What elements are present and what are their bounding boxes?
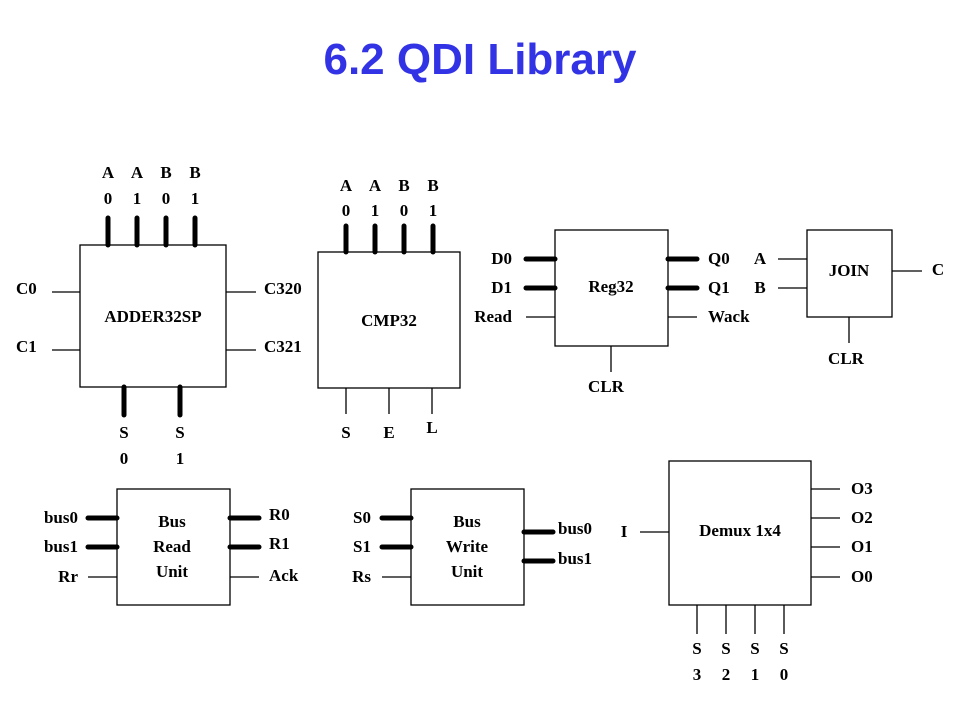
bus-write-label-line-3: Unit <box>451 562 483 581</box>
demux-bottom-letter-2: S <box>721 639 730 658</box>
adder-top-letter-4: B <box>189 163 200 182</box>
adder-left-pin-2: C1 <box>16 337 37 356</box>
bus-read-left-pin-2: bus1 <box>44 537 78 556</box>
adder-right-pin-2: C321 <box>264 337 302 356</box>
cmp-top-digit-4: 1 <box>429 201 438 220</box>
cmp-top-letter-2: A <box>369 176 382 195</box>
adder-left-pin-1: C0 <box>16 279 37 298</box>
reg-right-pin-2: Q1 <box>708 278 730 297</box>
reg-right-pin-3: Wack <box>708 307 750 326</box>
bus-read-label-line-3: Unit <box>156 562 188 581</box>
reg32-block: Reg32 D0 D1 Read Q0 Q1 Wack CLR <box>474 229 750 396</box>
adder-bottom-digit-1: 0 <box>120 449 129 468</box>
cmp32-label: CMP32 <box>361 311 417 330</box>
reg-right-pin-1: Q0 <box>708 249 730 268</box>
bus-write-right-pin-2: bus1 <box>558 549 592 568</box>
bus-read-label-line-2: Read <box>153 537 191 556</box>
demux-1x4-block: Demux 1x4 I O3 O2 O1 O0 S S S S 3 2 1 0 <box>621 460 873 684</box>
join-right-pin: C <box>932 260 944 279</box>
cmp-top-digit-3: 0 <box>400 201 409 220</box>
cmp-bottom-pin-3: L <box>426 418 437 437</box>
bus-write-unit-block: Bus Write Unit S0 S1 Rs bus0 bus1 <box>352 488 592 606</box>
join-label: JOIN <box>829 261 870 280</box>
demux-left-pin: I <box>621 522 628 541</box>
reg-left-pin-2: D1 <box>491 278 512 297</box>
cmp-top-letter-3: B <box>398 176 409 195</box>
bus-write-label-line-2: Write <box>446 537 489 556</box>
bus-write-right-pin-1: bus0 <box>558 519 592 538</box>
adder-top-digit-2: 1 <box>133 189 142 208</box>
slide-title: 6.2 QDI Library <box>323 35 637 84</box>
demux-right-pin-1: O3 <box>851 479 873 498</box>
adder-bottom-letter-1: S <box>119 423 128 442</box>
reg-bottom-pin: CLR <box>588 377 625 396</box>
demux-bottom-letter-4: S <box>779 639 788 658</box>
reg32-label: Reg32 <box>588 277 633 296</box>
bus-read-left-pin-3: Rr <box>58 567 78 586</box>
bus-read-right-pin-1: R0 <box>269 505 290 524</box>
bus-read-left-pin-1: bus0 <box>44 508 78 527</box>
cmp32-block: CMP32 A A B B 0 1 0 1 S E L <box>317 176 461 442</box>
bus-write-label-line-1: Bus <box>453 512 481 531</box>
demux-label: Demux 1x4 <box>699 521 781 540</box>
adder-right-pin-1: C320 <box>264 279 302 298</box>
join-bottom-pin: CLR <box>828 349 865 368</box>
adder-top-letter-2: A <box>131 163 144 182</box>
bus-write-left-pin-2: S1 <box>353 537 371 556</box>
adder-top-digit-3: 0 <box>162 189 171 208</box>
reg-left-pin-1: D0 <box>491 249 512 268</box>
join-left-pin-1: A <box>754 249 767 268</box>
cmp-top-letter-4: B <box>427 176 438 195</box>
demux-bottom-digit-2: 2 <box>722 665 731 684</box>
join-block: JOIN A B C CLR <box>754 229 944 368</box>
reg-left-pin-3: Read <box>474 307 512 326</box>
adder-top-letter-3: B <box>160 163 171 182</box>
cmp-top-digit-2: 1 <box>371 201 380 220</box>
bus-read-unit-block: Bus Read Unit bus0 bus1 Rr R0 R1 Ack <box>44 488 299 606</box>
bus-read-label-line-1: Bus <box>158 512 186 531</box>
bus-read-right-pin-2: R1 <box>269 534 290 553</box>
join-left-pin-2: B <box>754 278 765 297</box>
adder-bottom-letter-2: S <box>175 423 184 442</box>
demux-bottom-letter-3: S <box>750 639 759 658</box>
cmp-bottom-pin-2: E <box>383 423 394 442</box>
demux-right-pin-4: O0 <box>851 567 873 586</box>
bus-read-right-pin-3: Ack <box>269 566 299 585</box>
cmp-top-digit-1: 0 <box>342 201 351 220</box>
adder-top-digit-1: 0 <box>104 189 113 208</box>
adder32sp-label: ADDER32SP <box>104 307 201 326</box>
adder32sp-block: ADDER32SP A A B B 0 1 0 1 C0 C1 C320 C32… <box>16 163 302 468</box>
demux-bottom-letter-1: S <box>692 639 701 658</box>
adder-bottom-digit-2: 1 <box>176 449 185 468</box>
demux-bottom-digit-4: 0 <box>780 665 789 684</box>
cmp-top-letter-1: A <box>340 176 353 195</box>
demux-right-pin-2: O2 <box>851 508 873 527</box>
bus-write-left-pin-3: Rs <box>352 567 371 586</box>
demux-right-pin-3: O1 <box>851 537 873 556</box>
demux-bottom-digit-3: 1 <box>751 665 760 684</box>
adder-top-letter-1: A <box>102 163 115 182</box>
adder-top-digit-4: 1 <box>191 189 200 208</box>
demux-bottom-digit-1: 3 <box>693 665 702 684</box>
bus-write-left-pin-1: S0 <box>353 508 371 527</box>
cmp-bottom-pin-1: S <box>341 423 350 442</box>
